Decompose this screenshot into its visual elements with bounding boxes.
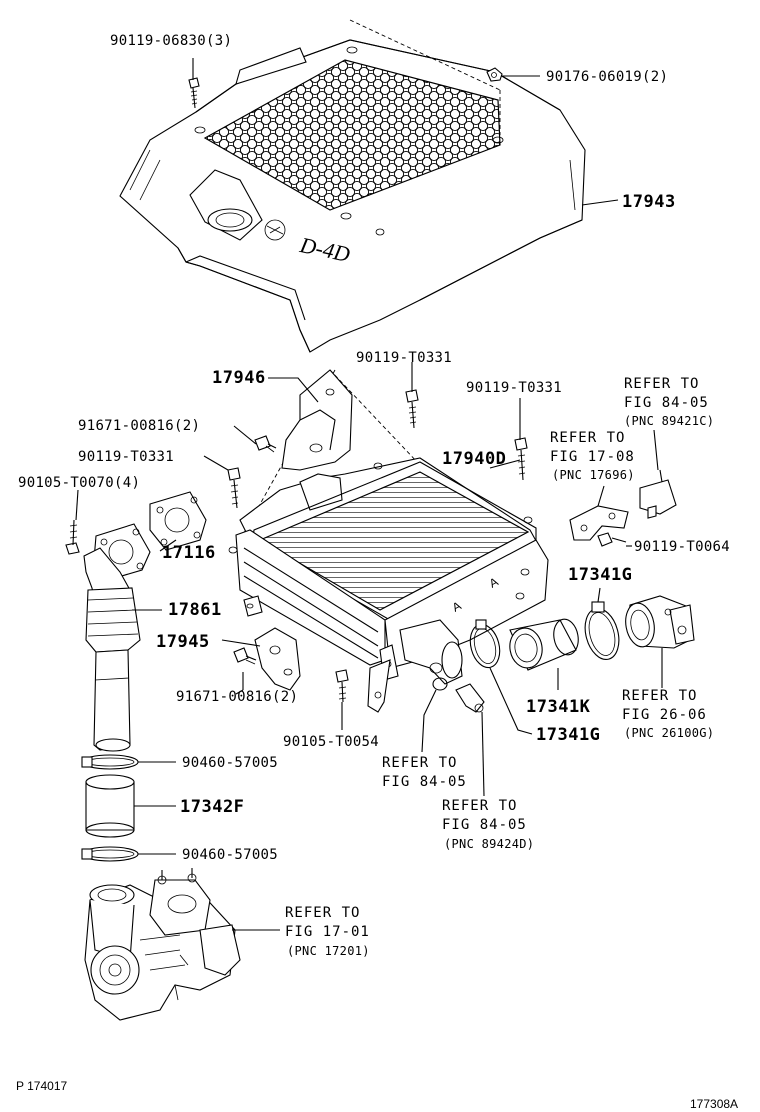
o-ring [432, 677, 448, 691]
bolt-90105-T0070 [65, 519, 80, 555]
svg-text:FIG 84-05: FIG 84-05 [624, 395, 709, 411]
svg-text:FIG 26-06: FIG 26-06 [622, 707, 707, 723]
label-17946: 17946 [212, 368, 266, 388]
label-90119-T0331-right: 90119-T0331 [466, 380, 562, 396]
drawing-code: 177308A [690, 1097, 738, 1111]
ref-note-17-08: REFER TO FIG 17-08 (PNC 17696) [550, 430, 635, 482]
bracket-17945 [254, 627, 301, 691]
svg-text:FIG 84-05: FIG 84-05 [382, 774, 467, 790]
label-17116: 17116 [162, 543, 216, 563]
bracket-17946 [281, 369, 353, 471]
label-17861: 17861 [168, 600, 222, 620]
svg-text:(PNC 89424D): (PNC 89424D) [444, 837, 534, 851]
hose-17342F [85, 774, 135, 838]
gasket-17116 [149, 491, 207, 551]
bolt-90119-T0331-upper [405, 389, 419, 429]
bolt-90119-T0064 [597, 532, 627, 547]
label-90460-57005-upper: 90460-57005 [182, 755, 278, 771]
svg-text:(PNC 17201): (PNC 17201) [287, 944, 370, 958]
bolt-90119-T0331-left [227, 467, 241, 509]
clamp-90460-57005-lower [81, 846, 139, 862]
nut-90176-06019 [486, 67, 503, 82]
turbocharger [84, 868, 241, 1021]
svg-text:(PNC 26100G): (PNC 26100G) [624, 726, 714, 740]
label-90119-T0331-upper: 90119-T0331 [356, 350, 452, 366]
charge-pipe-17861 [83, 547, 141, 752]
ref-note-17-01: REFER TO FIG 17-01 (PNC 17201) [285, 905, 370, 958]
label-90460-57005-lower: 90460-57005 [182, 847, 278, 863]
clamp-17341G-lower [469, 619, 501, 669]
label-17341K: 17341K [526, 697, 591, 717]
bolt-90105-T0054 [335, 669, 349, 703]
sensor-89421C [639, 469, 677, 519]
svg-text:REFER TO: REFER TO [622, 688, 697, 704]
bolt-90119-06830 [188, 77, 200, 109]
bolt-91671-00816-lower [233, 647, 257, 665]
clamp-17341G-upper [584, 601, 620, 661]
svg-text:FIG 17-08: FIG 17-08 [550, 449, 635, 465]
svg-text:(PNC 17696): (PNC 17696) [552, 468, 635, 482]
clamp-90460-57005-upper [81, 754, 139, 770]
label-90176-06019: 90176-06019(2) [546, 69, 668, 85]
page-code: P 174017 [16, 1079, 67, 1093]
svg-text:REFER TO: REFER TO [550, 430, 625, 446]
bolt-90119-T0331-right [514, 437, 528, 481]
label-90119-06830: 90119-06830(3) [110, 33, 232, 49]
label-90119-T0064: 90119-T0064 [634, 539, 730, 555]
svg-text:REFER TO: REFER TO [442, 798, 517, 814]
label-17940D: 17940D [442, 449, 506, 469]
bracket-17696 [569, 505, 629, 541]
label-91671-00816-lower: 91671-00816(2) [176, 689, 298, 705]
label-17945: 17945 [156, 632, 210, 652]
bolt-91671-00816-upper [254, 435, 277, 453]
label-17943: 17943 [622, 192, 676, 212]
bracket-lower-right [367, 659, 391, 713]
ref-note-84-05-mid: REFER TO FIG 84-05 [382, 755, 467, 790]
label-90105-T0054: 90105-T0054 [283, 734, 379, 750]
svg-text:(PNC 89421C): (PNC 89421C) [624, 414, 714, 428]
svg-text:REFER TO: REFER TO [382, 755, 457, 771]
intercooler-17940D: A A [228, 457, 549, 685]
label-17341G-upper: 17341G [568, 565, 632, 585]
svg-text:REFER TO: REFER TO [624, 376, 699, 392]
label-91671-00816-upper: 91671-00816(2) [78, 418, 200, 434]
svg-text:FIG 17-01: FIG 17-01 [285, 924, 370, 940]
svg-text:REFER TO: REFER TO [285, 905, 360, 921]
leader-lines [75, 58, 663, 931]
label-90119-T0331-left: 90119-T0331 [78, 449, 174, 465]
ref-note-26-06: REFER TO FIG 26-06 (PNC 26100G) [622, 688, 714, 740]
label-90105-T0070: 90105-T0070(4) [18, 475, 140, 491]
hose-17341K [509, 618, 579, 671]
svg-text:FIG 84-05: FIG 84-05 [442, 817, 527, 833]
label-17341G-lower: 17341G [536, 725, 600, 745]
ref-note-84-05-bottom: REFER TO FIG 84-05 (PNC 89424D) [442, 798, 534, 851]
label-17342F: 17342F [180, 797, 244, 817]
engine-cover-17943: D-4D [119, 39, 586, 353]
ref-note-84-05-top: REFER TO FIG 84-05 (PNC 89421C) [624, 376, 714, 428]
throttle-body-26100G [625, 595, 695, 649]
sensor-89424D [455, 683, 485, 713]
